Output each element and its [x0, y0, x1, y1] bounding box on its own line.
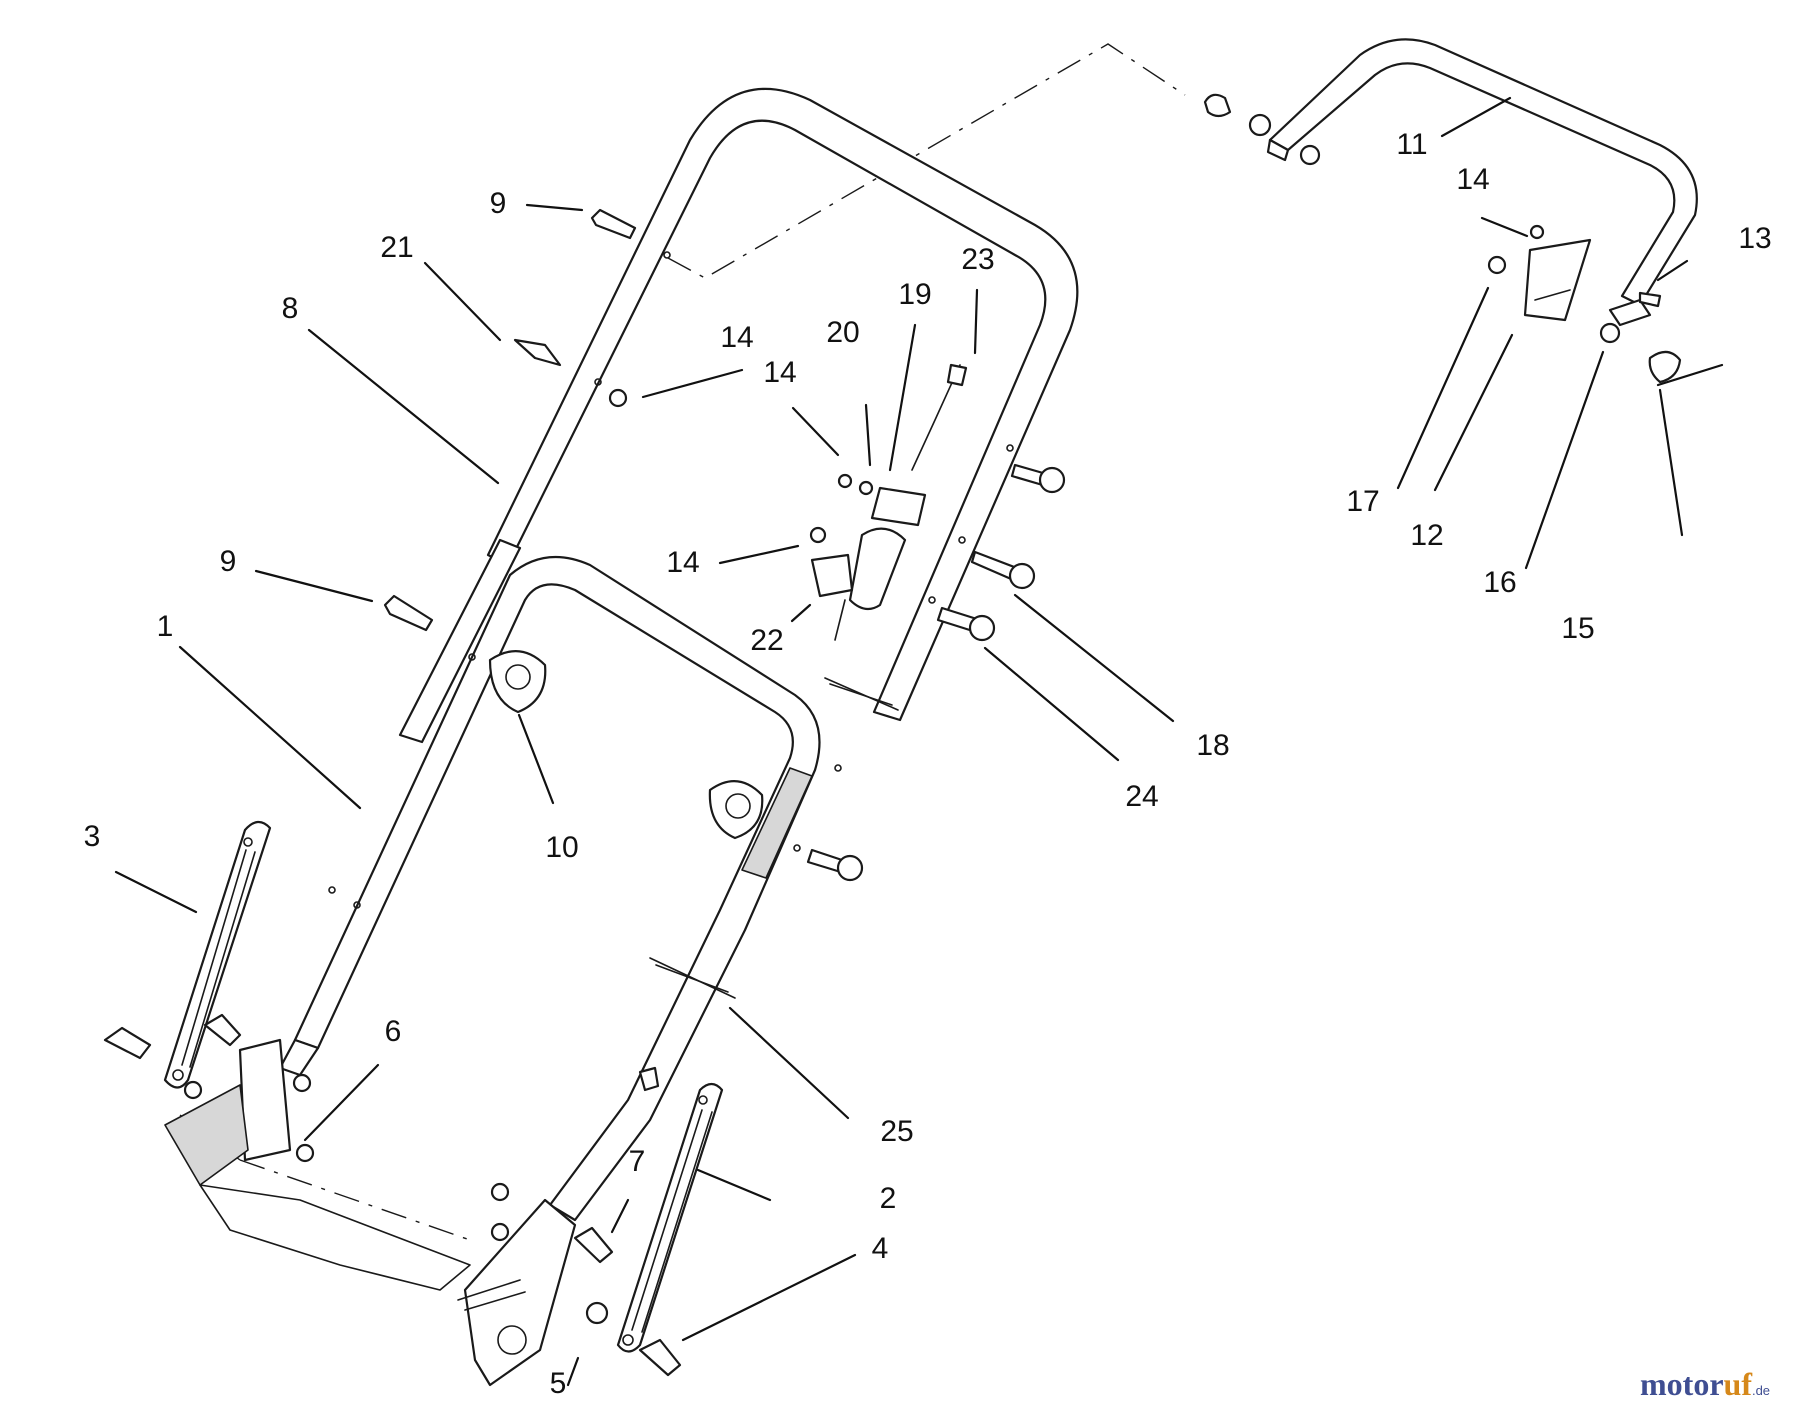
callout-4: 4 — [872, 1232, 889, 1265]
handle-knobs — [488, 650, 764, 840]
callout-9b: 9 — [220, 545, 237, 578]
callout-14b: 14 — [720, 321, 753, 354]
upper-handle — [398, 87, 1079, 744]
callout-3: 3 — [84, 820, 101, 853]
bolts — [383, 208, 1066, 882]
control-switch-assembly — [809, 363, 968, 641]
callout-16: 16 — [1483, 566, 1516, 599]
callout-6: 6 — [385, 1015, 402, 1048]
callout-23: 23 — [961, 243, 994, 276]
callout-7: 7 — [629, 1145, 646, 1178]
callout-14a: 14 — [1456, 163, 1489, 196]
callout-8: 8 — [282, 292, 299, 325]
callout-labels: 1 2 3 4 5 6 7 8 9 9 10 11 12 13 14 14 14… — [84, 128, 1772, 1400]
callout-24: 24 — [1125, 780, 1158, 813]
callout-12: 12 — [1410, 519, 1443, 552]
callout-20: 20 — [826, 316, 859, 349]
callout-17: 17 — [1346, 485, 1379, 518]
watermark-logo: motoruf.de — [1640, 1366, 1770, 1402]
callout-5: 5 — [550, 1367, 567, 1400]
callout-13: 13 — [1738, 222, 1771, 255]
callout-2: 2 — [880, 1182, 897, 1215]
callout-11: 11 — [1396, 128, 1427, 161]
callout-25: 25 — [880, 1115, 913, 1148]
callout-14d: 14 — [666, 546, 699, 579]
callout-19: 19 — [898, 278, 931, 311]
callout-10: 10 — [545, 831, 578, 864]
callout-21: 21 — [380, 231, 413, 264]
left-bracket-assembly — [103, 820, 471, 1291]
callout-15: 15 — [1561, 612, 1594, 645]
right-bracket-assembly — [457, 1066, 724, 1387]
callout-1: 1 — [157, 610, 174, 643]
callout-22: 22 — [750, 624, 783, 657]
lower-handle — [278, 555, 842, 1222]
callout-14c: 14 — [763, 356, 796, 389]
watermark-text: motoruf.de — [1640, 1366, 1770, 1402]
cable-ties — [649, 677, 899, 999]
callout-9a: 9 — [490, 187, 507, 220]
callout-18: 18 — [1196, 729, 1229, 762]
bail-assembly — [1203, 38, 1698, 384]
leader-lines — [114, 96, 1724, 1387]
